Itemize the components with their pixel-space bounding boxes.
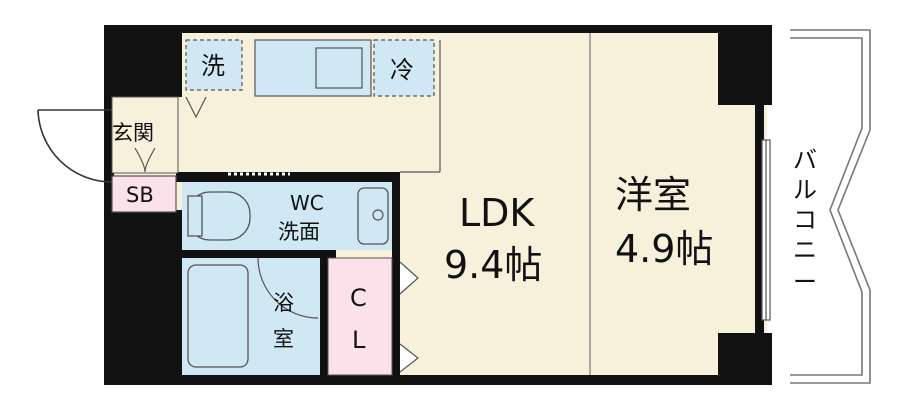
wc-label: WC xyxy=(290,191,324,215)
basin-drain xyxy=(372,209,384,221)
fridge-label: 冷 xyxy=(390,56,414,84)
kitchen-sink xyxy=(315,47,363,89)
shoe-box xyxy=(111,175,177,213)
entrance-area xyxy=(111,96,179,174)
balcony-char-3: コ xyxy=(793,206,817,234)
balcony-char-1: バ xyxy=(793,146,817,174)
closet-label-1: C xyxy=(350,284,367,312)
balcony-window xyxy=(761,139,771,321)
balcony-char-4: ニ xyxy=(793,236,817,264)
balcony xyxy=(790,29,871,384)
balcony-char-2: ル xyxy=(793,176,817,204)
toilet-tank xyxy=(187,195,203,237)
closet-door-marker-1 xyxy=(399,261,419,295)
western-size: 4.9帖 xyxy=(615,227,713,271)
wash-label: 洗面 xyxy=(278,220,320,244)
entrance-label: 玄関 xyxy=(112,121,154,145)
washer-door-marker xyxy=(185,96,207,119)
fridge-box xyxy=(373,39,435,97)
closet-label-2: L xyxy=(352,326,366,354)
western-name: 洋室 xyxy=(615,173,691,217)
bath-door-arc xyxy=(257,257,319,319)
bath-label-1: 浴 xyxy=(273,291,294,315)
washer-label: 洗 xyxy=(201,52,225,80)
ldk-name: LDK xyxy=(459,191,535,235)
closet-door-marker-2 xyxy=(399,343,419,373)
entrance-step xyxy=(134,147,156,173)
entrance-door xyxy=(37,109,113,183)
balcony-label: バ ル コ ニ ー xyxy=(793,146,817,296)
outer-walls xyxy=(104,25,772,385)
washer-box xyxy=(185,39,243,91)
shoe-box-label: SB xyxy=(126,183,154,207)
ldk-size: 9.4帖 xyxy=(444,243,542,287)
closet xyxy=(327,257,393,376)
bathtub xyxy=(187,264,249,368)
bath-label-2: 室 xyxy=(273,327,294,351)
balcony-char-5: ー xyxy=(793,268,817,296)
